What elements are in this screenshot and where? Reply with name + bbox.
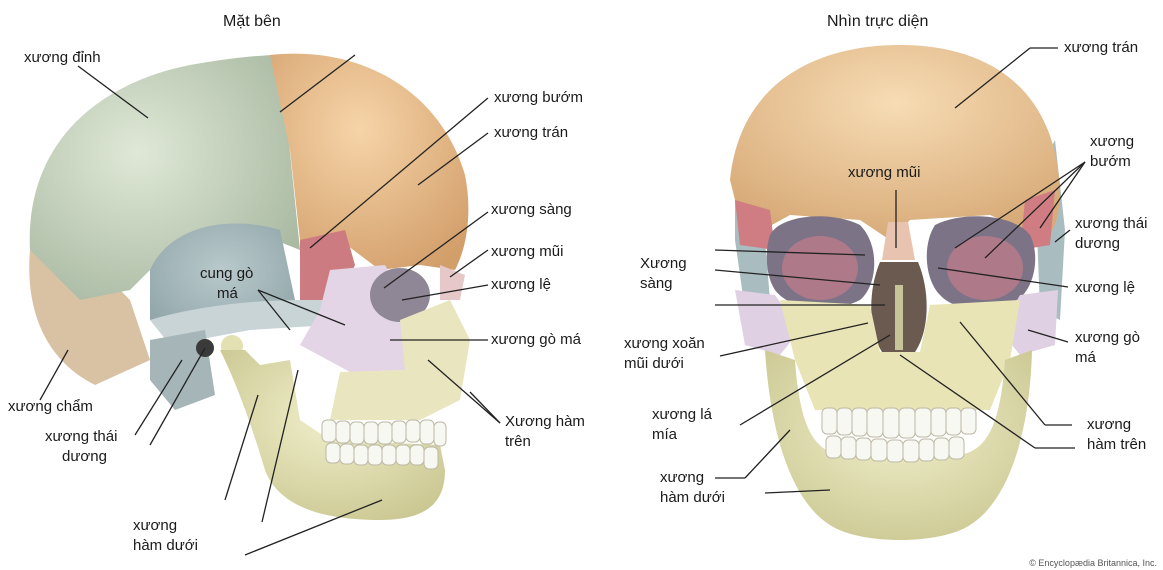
label-lateral-mandible-line1: xương	[133, 516, 177, 535]
frontal-vomer	[895, 285, 903, 350]
copyright-credit: © Encyclopædia Britannica, Inc.	[1029, 558, 1157, 568]
label-lateral-ethmoid: xương sàng	[491, 200, 572, 219]
label-frontal-nasal: xương mũi	[848, 163, 920, 182]
frontal-orbit-left-inner	[782, 236, 858, 300]
label-lateral-parietal: xương đỉnh	[24, 48, 101, 67]
label-lateral-mandible-line2: hàm dưới	[133, 536, 198, 555]
label-lateral-nasal: xương mũi	[491, 242, 563, 261]
label-frontal-vomer-line2: mía	[652, 425, 677, 444]
lateral-view-title: Mặt bên	[223, 12, 281, 31]
label-frontal-frontal: xương trán	[1064, 38, 1138, 57]
label-frontal-maxilla-line2: hàm trên	[1087, 435, 1146, 454]
label-lateral-maxilla-line1: Xương hàm	[505, 412, 585, 431]
label-frontal-inferior-concha-line2: mũi dưới	[624, 354, 684, 373]
label-frontal-ethmoid-line2: sàng	[640, 274, 673, 293]
lateral-nasal-bone	[440, 265, 465, 300]
label-frontal-temporal-line1: xương thái	[1075, 214, 1147, 233]
label-frontal-zygomatic-line1: xương gò	[1075, 328, 1140, 347]
label-frontal-mandible-line2: hàm dưới	[660, 488, 725, 507]
frontal-skull	[715, 45, 1085, 540]
label-frontal-maxilla-line1: xương	[1087, 415, 1131, 434]
label-lateral-temporal-line1: xương thái	[45, 427, 117, 446]
frontal-teeth	[822, 408, 976, 462]
label-frontal-inferior-concha-line1: xương xoăn	[624, 334, 705, 353]
label-lateral-sphenoid: xương bướm	[494, 88, 583, 107]
label-lateral-zygomatic-arch-line1: cung gò	[200, 264, 253, 283]
label-frontal-ethmoid-line1: Xương	[640, 254, 687, 273]
lateral-frontal-bone	[270, 54, 468, 270]
label-frontal-temporal-line2: dương	[1075, 234, 1120, 253]
frontal-view-title: Nhìn trực diện	[827, 12, 928, 31]
label-lateral-maxilla-line2: trên	[505, 432, 531, 451]
label-lateral-lacrimal: xương lệ	[491, 275, 551, 294]
label-frontal-zygomatic-line2: má	[1075, 348, 1096, 367]
label-frontal-vomer-line1: xương lá	[652, 405, 712, 424]
label-frontal-lacrimal: xương lệ	[1075, 278, 1135, 297]
label-lateral-zygomatic-arch-line2: má	[217, 284, 238, 303]
label-frontal-mandible-line1: xương	[660, 468, 704, 487]
label-frontal-sphenoid-line2: bướm	[1090, 152, 1131, 171]
label-lateral-frontal: xương trán	[494, 123, 568, 142]
lateral-skull	[29, 54, 500, 555]
label-lateral-occipital: xương chẩm	[8, 397, 93, 416]
label-lateral-temporal-line2: dương	[62, 447, 107, 466]
label-frontal-sphenoid-line1: xương	[1090, 132, 1134, 151]
label-lateral-zygomatic: xương gò má	[491, 330, 581, 349]
